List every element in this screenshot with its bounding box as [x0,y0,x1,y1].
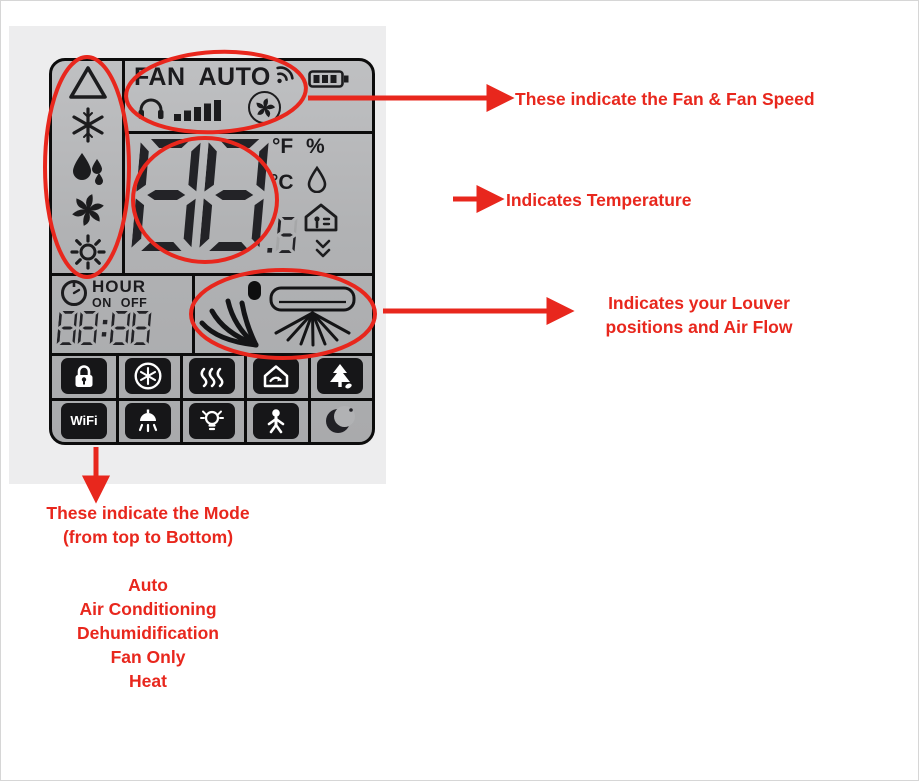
fan-auto-label: FAN AUTO [134,63,271,92]
light-lamp-icon [125,402,171,439]
divider-header [122,131,372,134]
mode-heat-sun-icon [52,233,123,271]
display-light-cell [180,398,244,443]
hour-label: HOUR [92,277,147,296]
remote-display-photo: FAN AUTO [9,26,386,484]
temperature-annotation: Indicates Temperature [506,190,692,210]
off-label: OFF [120,296,148,310]
wifi-signal-icon [268,63,298,94]
mode-auto-icon [52,64,123,102]
health-cell [308,353,372,398]
swing-louver-icon [198,281,264,354]
mode-dry-drops-icon [52,150,123,186]
sleep-moon-icon [326,405,355,433]
mode-annotation-heading1: These indicate the Mode [46,503,250,523]
mode-item-fan-only: Fan Only [110,647,186,667]
mode-cool-snowflake-icon [52,107,123,143]
light-cell [116,398,180,443]
divider-temp-bottom [52,273,372,276]
fan-label: FAN [134,63,186,91]
wifi-button-cell: WiFi [52,398,116,443]
louver-annotation: Indicates your Louver positions and Air … [579,291,819,339]
mode-annotation-heading2: (from top to Bottom) [62,527,234,547]
temperature-decimal [267,217,299,253]
temperature-arrow-head [476,184,505,214]
divider-grid-v4 [308,353,311,442]
temperature-digits [131,139,273,251]
health-tree-icon [317,357,363,394]
mode-list: Auto Air Conditioning Dehumidification F… [28,573,268,693]
fan-speed-annotation: These indicate the Fan & Fan Speed [515,89,815,109]
indoor-house-icon [302,201,340,238]
fahrenheit-unit: °F [272,135,294,158]
display-bulb-icon [189,402,235,439]
eco-house-icon [253,357,299,394]
lcd-panel: FAN AUTO [49,58,375,445]
divider-grid-mid [52,398,372,401]
mode-annotation: These indicate the Mode (from top to Bot… [28,501,268,693]
timer-digits [56,311,153,345]
wifi-button-label: WiFi [70,413,98,428]
sleep-cell [308,398,372,443]
clock-icon [60,279,88,312]
mode-item-dehumidification: Dehumidification [77,623,219,643]
louver-annotation-line1: Indicates your Louver [608,293,790,313]
eco-house-cell [244,353,308,398]
child-lock-icon [61,357,107,394]
percent-sign: % [306,135,325,158]
divider-grid-v1 [116,353,119,442]
mode-item-cooling: Air Conditioning [79,599,217,619]
child-lock-cell [52,353,116,398]
on-label: ON [92,296,112,310]
heating-cell [180,353,244,398]
louver-arrow-head [546,296,575,326]
fan-speed-bars [174,97,226,126]
mode-fan-icon [52,191,123,229]
divider-grid-v2 [180,353,183,442]
turbo-snowflake-icon [125,357,171,394]
fan-arrow-head [486,83,515,113]
fan-blade-circle-icon [248,91,281,124]
heating-waves-icon [189,357,235,394]
louver-annotation-line2: positions and Air Flow [605,317,793,337]
battery-icon [308,69,350,94]
on-off-labels: ON OFF [92,296,147,310]
celsius-unit: °C [270,171,294,194]
divider-grid-v3 [244,353,247,442]
ac-airflow-icon [268,285,358,354]
i-feel-cell [244,398,308,443]
auto-label: AUTO [198,63,271,91]
mode-item-auto: Auto [128,575,168,595]
quiet-headset-icon [136,95,166,126]
humidity-drop-icon [305,165,329,198]
divider-timer-louver [192,273,195,353]
i-feel-person-icon [253,402,299,439]
wifi-button: WiFi [61,402,107,439]
filter-chevrons-icon [314,237,332,268]
mode-item-heat: Heat [129,671,167,691]
turbo-cool-cell [116,353,180,398]
